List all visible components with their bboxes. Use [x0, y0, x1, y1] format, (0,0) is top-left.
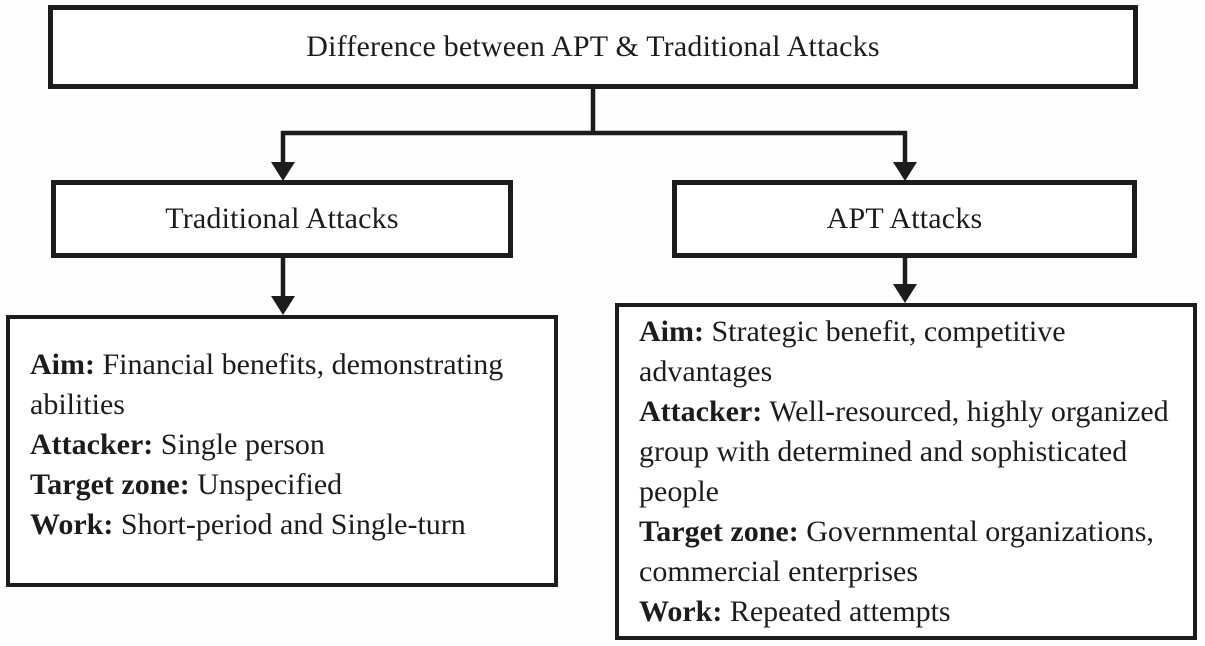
- detail-text: Short-period and Single-turn: [120, 508, 466, 541]
- title-box: Difference between APT & Traditional Att…: [48, 5, 1138, 89]
- detail-item-aim: Aim: Strategic benefit, competitive adva…: [639, 312, 1183, 392]
- detail-item-aim: Aim: Financial benefits, demonstrating a…: [30, 345, 544, 425]
- traditional-attacks-box: Traditional Attacks: [51, 180, 513, 258]
- detail-label: Attacker:: [30, 428, 154, 461]
- detail-item-work: Work: Short-period and Single-turn: [30, 505, 544, 545]
- detail-text: Strategic benefit, competitive advantage…: [639, 315, 1066, 388]
- detail-item-target-zone: Target zone: Governmental organizations,…: [639, 512, 1183, 592]
- arrow-to-traditional: [271, 131, 295, 181]
- detail-label: Work:: [639, 595, 723, 628]
- detail-text: Repeated attempts: [729, 595, 951, 628]
- detail-item-work: Work: Repeated attempts: [639, 592, 1183, 632]
- apt-attacks-label: APT Attacks: [826, 202, 983, 235]
- detail-label: Attacker:: [639, 395, 763, 428]
- detail-item-target-zone: Target zone: Unspecified: [30, 465, 544, 505]
- apt-attacks-box: APT Attacks: [672, 180, 1137, 258]
- detail-text: Well-resourced, highly organized group w…: [639, 395, 1169, 508]
- detail-text: Governmental organizations, commercial e…: [639, 515, 1154, 588]
- arrow-to-apt: [893, 131, 917, 181]
- detail-text: Single person: [160, 428, 325, 461]
- detail-item-attacker: Attacker: Single person: [30, 425, 544, 465]
- detail-label: Target zone:: [30, 468, 190, 501]
- detail-label: Aim:: [639, 315, 704, 348]
- arrow-apt-to-details: [893, 256, 917, 303]
- detail-label: Aim:: [30, 348, 95, 381]
- detail-text: Financial benefits, demonstrating abilit…: [30, 348, 504, 421]
- traditional-details-box: Aim: Financial benefits, demonstrating a…: [6, 315, 558, 587]
- apt-details-box: Aim: Strategic benefit, competitive adva…: [615, 303, 1197, 640]
- arrow-traditional-to-details: [271, 256, 295, 315]
- detail-item-attacker: Attacker: Well-resourced, highly organiz…: [639, 392, 1183, 512]
- detail-label: Target zone:: [639, 515, 799, 548]
- diagram-title: Difference between APT & Traditional Att…: [306, 30, 880, 63]
- traditional-attacks-label: Traditional Attacks: [165, 202, 399, 235]
- detail-text: Unspecified: [197, 468, 343, 501]
- detail-label: Work:: [30, 508, 114, 541]
